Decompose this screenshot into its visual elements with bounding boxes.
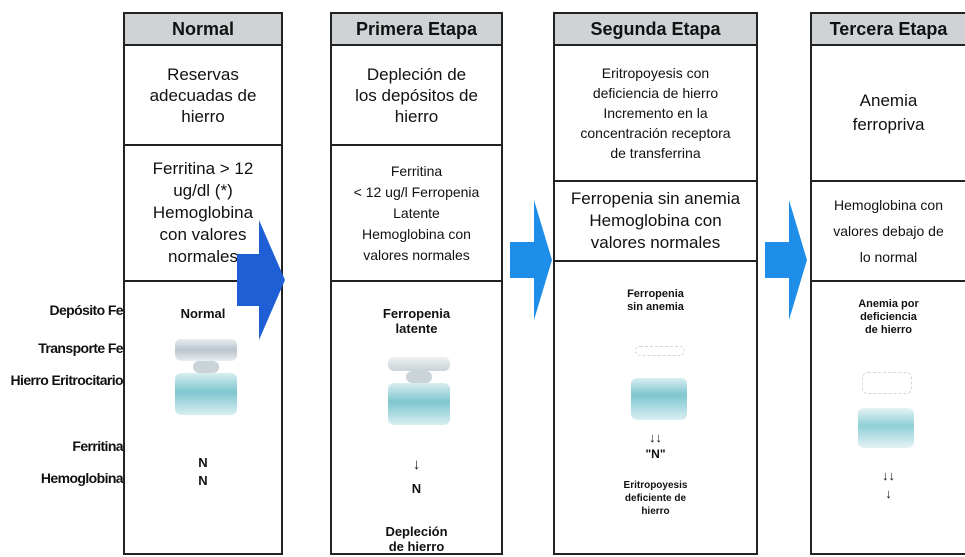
figure-title: Ferropenia latente (382, 306, 451, 336)
stage-column-primera: Primera Etapa Depleción de los depósitos… (330, 12, 503, 555)
label-hemoglobina: Hemoglobina (40, 470, 124, 486)
lab-text: Hemoglobina con valores debajo de lo nor… (833, 197, 944, 265)
transport-band-icon (193, 361, 219, 373)
stage-header: Normal (125, 14, 281, 46)
label-hierro-eritrocitario: Hierro Eritrocitario (10, 372, 124, 388)
figure-caption: Depleción de hierro (385, 524, 448, 554)
figure-caption: Eritropoyesis deficiente de hierro (623, 480, 688, 517)
stage-header: Primera Etapa (332, 14, 501, 46)
mark-ferritina: N (198, 455, 208, 470)
label-deposito-fe: Depósito Fe (49, 302, 123, 318)
reserve-cell: Reservas adecuadas de hierro (125, 46, 281, 146)
erythrocyte-band-icon (631, 378, 687, 420)
label-ferritina: Ferritina (72, 438, 123, 454)
reserve-cell: Anemia ferropriva (812, 46, 965, 182)
reserve-cell: Depleción de los depósitos de hierro (332, 46, 501, 146)
stage-header: Segunda Etapa (555, 14, 756, 46)
mark-hemoglobina: N (198, 473, 208, 488)
reserve-text: Anemia ferropriva (852, 91, 925, 134)
stage-column-segunda: Segunda Etapa Eritropoyesis con deficien… (553, 12, 758, 555)
mark-ferritina: ↓↓ (649, 430, 662, 445)
mark-hemoglobina: "N" (645, 447, 666, 461)
lab-cell: Ferritina < 12 ug/l Ferropenia Latente H… (332, 146, 501, 282)
stage-column-tercera: Tercera Etapa Anemia ferropriva Hemoglob… (810, 12, 965, 555)
deposit-band-icon (862, 372, 912, 394)
stage-column-normal: Normal Reservas adecuadas de hierro Ferr… (123, 12, 283, 555)
arrow-right-icon (510, 200, 552, 320)
figure-title: Ferropenia sin anemia (627, 288, 684, 313)
arrow-right-icon (237, 220, 285, 340)
lab-text: Ferropenia sin anemia Hemoglobina con va… (570, 189, 741, 252)
erythrocyte-band-icon (175, 373, 237, 415)
stage-header: Tercera Etapa (812, 14, 965, 46)
reserve-text: Depleción de los depósitos de hierro (355, 64, 478, 126)
deposit-band-icon (175, 339, 237, 361)
transport-band-icon (406, 371, 432, 383)
lab-cell: Hemoglobina con valores debajo de lo nor… (812, 182, 965, 282)
lab-cell: Ferropenia sin anemia Hemoglobina con va… (555, 182, 756, 262)
erythrocyte-band-icon (388, 383, 450, 425)
arrow-right-icon (765, 200, 807, 320)
deposit-band-icon (635, 346, 685, 356)
lab-cell: Ferritina > 12 ug/dl (*) Hemoglobina con… (125, 146, 281, 282)
lab-text: Ferritina > 12 ug/dl (*) Hemoglobina con… (152, 159, 254, 266)
reserve-cell: Eritropoyesis con deficiencia de hierro … (555, 46, 756, 182)
figure-title: Anemia por deficiencia de hierro (858, 298, 919, 336)
figure-title: Normal (180, 306, 226, 321)
mark-ferritina: ↓ (412, 456, 421, 473)
erythrocyte-band-icon (858, 408, 914, 448)
reserve-text: Reservas adecuadas de hierro (149, 64, 257, 126)
mark-hemoglobina: ↓ (885, 486, 892, 501)
mark-ferritina: ↓↓ (882, 468, 895, 483)
reserve-text: Eritropoyesis con deficiencia de hierro … (580, 65, 731, 161)
lab-text: Ferritina < 12 ug/l Ferropenia Latente H… (353, 162, 480, 263)
deposit-band-icon (388, 357, 450, 371)
mark-hemoglobina: N (411, 481, 422, 496)
label-transporte-fe: Transporte Fe (38, 340, 123, 356)
